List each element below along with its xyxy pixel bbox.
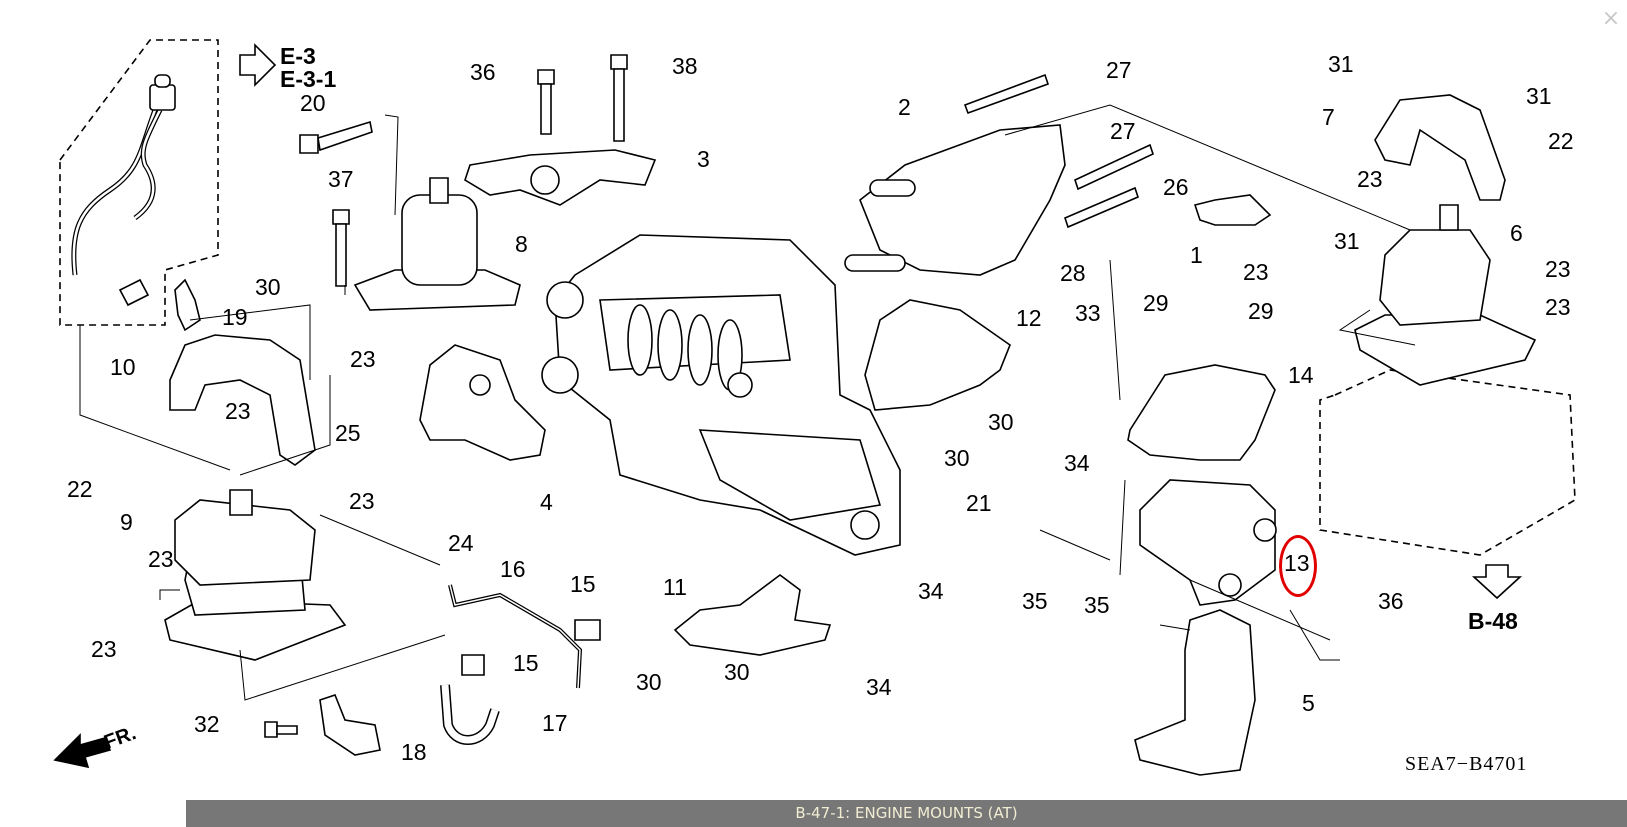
part-label[interactable]: 23: [1243, 259, 1269, 285]
front-arrow-icon: [55, 735, 110, 767]
part-label[interactable]: 17: [542, 710, 568, 736]
close-icon[interactable]: ×: [1601, 6, 1621, 31]
bracket-1: [1195, 195, 1270, 225]
part-label[interactable]: 36: [1378, 588, 1404, 614]
highlight-circle: [1279, 535, 1317, 597]
part-label[interactable]: 32: [194, 711, 220, 737]
part-label[interactable]: 4: [540, 489, 553, 515]
part-label[interactable]: 29: [1248, 298, 1274, 324]
part-label[interactable]: 23: [1545, 256, 1571, 282]
parts-diagram: [0, 0, 1627, 800]
part-label[interactable]: 27: [1110, 118, 1136, 144]
bracket-19: [175, 280, 200, 330]
part-label[interactable]: 20: [300, 90, 326, 116]
part-label[interactable]: 23: [1357, 166, 1383, 192]
bolt-33: [265, 722, 297, 737]
part-label[interactable]: 9: [120, 509, 133, 535]
mount-14: [1128, 365, 1275, 460]
part-label[interactable]: 23: [1545, 294, 1571, 320]
part-label[interactable]: 10: [110, 354, 136, 380]
part-label[interactable]: 18: [401, 739, 427, 765]
part-label[interactable]: 3: [697, 146, 710, 172]
diagram-code: SEA7−B4701: [1405, 753, 1528, 775]
part-label[interactable]: 12: [1016, 305, 1042, 331]
bolt-20: [300, 122, 372, 153]
part-label[interactable]: 23: [148, 546, 174, 572]
mount-9: [165, 490, 345, 660]
part-label[interactable]: 37: [328, 166, 354, 192]
part-label[interactable]: 24: [448, 530, 474, 556]
part-label[interactable]: 8: [515, 231, 528, 257]
part-label[interactable]: 6: [1510, 220, 1523, 246]
part-label[interactable]: 35: [1084, 592, 1110, 618]
dashed-group-sensor: [60, 40, 218, 325]
part-label[interactable]: 23: [225, 398, 251, 424]
dashed-group-bracket: [1320, 370, 1575, 555]
bracket-7: [1375, 95, 1505, 200]
part-label[interactable]: 25: [335, 420, 361, 446]
bolt-39: [611, 55, 627, 141]
part-label[interactable]: 34: [918, 578, 944, 604]
part-label[interactable]: 16: [500, 556, 526, 582]
part-label[interactable]: 1: [1190, 242, 1203, 268]
reference-link-b48[interactable]: B-48: [1468, 608, 1518, 634]
part-label[interactable]: 38: [672, 53, 698, 79]
part-label[interactable]: 22: [67, 476, 93, 502]
bracket-18: [320, 695, 380, 755]
bracket-3: [465, 150, 655, 205]
bolt-27b: [1075, 145, 1153, 189]
part-label[interactable]: 31: [1526, 83, 1552, 109]
part-label[interactable]: 30: [988, 409, 1014, 435]
part-label[interactable]: 31: [1334, 228, 1360, 254]
arrow-down-icon: [1474, 565, 1520, 598]
part-label[interactable]: 26: [1163, 174, 1189, 200]
bolt-27a: [965, 75, 1048, 113]
part-label[interactable]: 33: [1075, 300, 1101, 326]
bracket-4: [420, 345, 545, 460]
part-label[interactable]: 30: [724, 659, 750, 685]
part-label[interactable]: 29: [1143, 290, 1169, 316]
part-label[interactable]: 28: [1060, 260, 1086, 286]
part-label[interactable]: 14: [1288, 362, 1314, 388]
reference-link-e3[interactable]: E-3: [280, 43, 316, 69]
arrow-right-icon: [240, 45, 275, 85]
part-label[interactable]: 36: [470, 59, 496, 85]
part-label[interactable]: 15: [570, 571, 596, 597]
part-label[interactable]: 19: [222, 304, 248, 330]
part-label[interactable]: 7: [1322, 104, 1335, 130]
part-label[interactable]: 11: [663, 574, 687, 600]
part-label[interactable]: 30: [944, 445, 970, 471]
part-label[interactable]: 22: [1548, 128, 1574, 154]
part-label[interactable]: 23: [350, 346, 376, 372]
part-label[interactable]: 31: [1328, 51, 1354, 77]
arm-2: [845, 125, 1065, 275]
part-label[interactable]: 2: [898, 94, 911, 120]
part-label[interactable]: 34: [866, 674, 892, 700]
bolt-26: [1065, 188, 1138, 227]
diagram-caption: B-47-1: ENGINE MOUNTS (AT): [186, 800, 1627, 827]
part-label[interactable]: 15: [513, 650, 539, 676]
mount-6: [1355, 205, 1535, 385]
mount-8: [355, 178, 520, 310]
part-label[interactable]: 35: [1022, 588, 1048, 614]
part-label[interactable]: 23: [91, 636, 117, 662]
mount-13: [1140, 480, 1276, 605]
part-label[interactable]: 30: [636, 669, 662, 695]
part-label[interactable]: 27: [1106, 57, 1132, 83]
reference-link-e3-1[interactable]: E-3-1: [280, 66, 337, 92]
part-label[interactable]: 23: [349, 488, 375, 514]
bracket-5: [1135, 610, 1255, 775]
clip-15a: [575, 620, 600, 640]
mount-10: [170, 335, 315, 465]
mount-12: [865, 300, 1010, 410]
engine-block: [542, 235, 900, 555]
mount-11: [675, 575, 830, 655]
bolt-37: [538, 70, 554, 134]
part-label[interactable]: 21: [966, 490, 992, 516]
part-label[interactable]: 30: [255, 274, 281, 300]
clip-15b: [462, 655, 484, 675]
bolt-38: [333, 210, 349, 286]
part-label[interactable]: 34: [1064, 450, 1090, 476]
part-label[interactable]: 5: [1302, 690, 1315, 716]
